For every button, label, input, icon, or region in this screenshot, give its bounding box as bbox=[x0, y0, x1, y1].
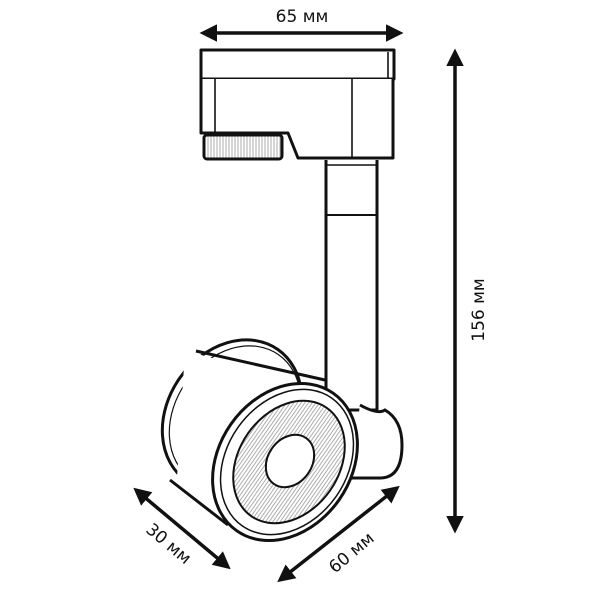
stem bbox=[324, 160, 379, 412]
height-label: 156 мм bbox=[469, 278, 489, 342]
width-label: 65 мм bbox=[276, 7, 329, 27]
lens bbox=[264, 433, 316, 489]
knuckle bbox=[350, 403, 404, 480]
diameter-label: 60 мм bbox=[325, 529, 378, 578]
depth-dimension-arrow bbox=[133, 487, 231, 570]
depth-label: 30 мм bbox=[142, 520, 195, 569]
diameter-dimension-arrow bbox=[277, 485, 400, 583]
track-adapter bbox=[199, 48, 396, 161]
